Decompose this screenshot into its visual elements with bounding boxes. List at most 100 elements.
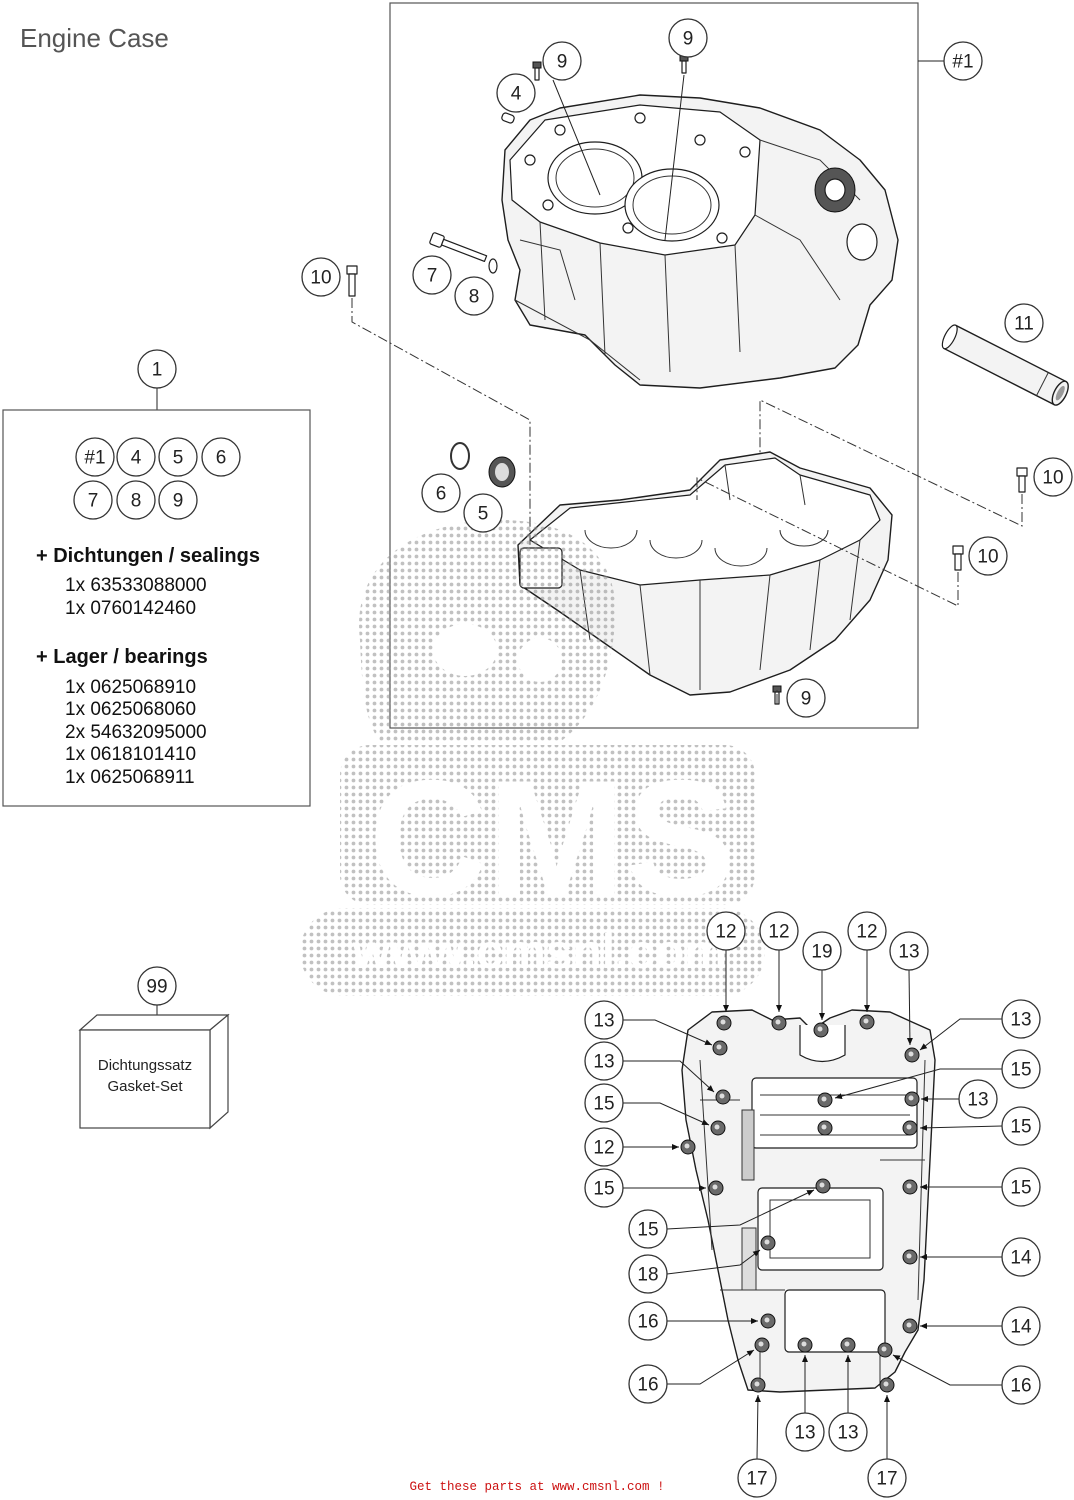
callout-number: 15: [637, 1220, 658, 1241]
small-parts: [346, 54, 1069, 705]
watermark-url-bar: [300, 908, 765, 996]
bolt-head: [879, 1377, 895, 1393]
callout-circle: [116, 437, 156, 477]
callout-number: #1: [952, 52, 973, 73]
callout-part-12: 12: [847, 911, 887, 951]
callout-number: 13: [967, 1090, 988, 1111]
callout-number: 14: [1010, 1317, 1032, 1338]
callout-part-4: 4: [496, 73, 536, 113]
callout-number: 5: [173, 448, 184, 469]
callout-number: 13: [1010, 1010, 1031, 1031]
callout-circle: [628, 1254, 668, 1294]
callout-number: 15: [1010, 1178, 1031, 1199]
callout-part-9: 9: [786, 678, 826, 718]
callout-circle: [628, 1301, 668, 1341]
callout-number: 1: [152, 360, 163, 381]
bolt-head: [902, 1120, 918, 1136]
dowel-part-4: [501, 112, 515, 124]
callout-circle: [1001, 1237, 1041, 1277]
callout-circle: [1001, 1049, 1041, 1089]
callout-circle: [584, 1041, 624, 1081]
callout-circle: [542, 41, 582, 81]
callout-circle: [73, 480, 113, 520]
callout-part-5: 5: [463, 493, 503, 533]
callout-circle: [584, 1000, 624, 1040]
callout-circle: [301, 257, 341, 297]
callout-circle: [759, 911, 799, 951]
callout-circle: [786, 678, 826, 718]
callout-part-15: 15: [584, 1168, 624, 1208]
leader-line: [552, 79, 601, 196]
callout-circle: [1033, 457, 1073, 497]
sealings-heading: + Dichtungen / sealings: [36, 545, 260, 567]
callout-circle: [785, 1412, 825, 1452]
gasket-label-en: Gasket-Set: [107, 1078, 183, 1095]
callout-part-13: 13: [785, 1412, 825, 1452]
callout-number: 7: [427, 266, 438, 287]
callout-circle: [847, 911, 887, 951]
shaft-seal-inner: [495, 463, 509, 481]
bearing-item: 1x 0625068910: [65, 677, 196, 698]
callout-part-18: 18: [628, 1254, 668, 1294]
callout-circle: [137, 966, 177, 1006]
leader-line: [919, 1124, 1003, 1131]
bolt-head: [716, 1015, 732, 1031]
callout-circle: [412, 255, 452, 295]
callout-part-13: 13: [584, 1000, 624, 1040]
callout-number: 12: [715, 922, 736, 943]
callout-number: 6: [216, 448, 227, 469]
part-number-strip: [741, 1109, 755, 1181]
page-title: Engine Case: [20, 23, 169, 53]
callout-circle: [1001, 1306, 1041, 1346]
watermark-url: www.cmsnl.com: [352, 926, 727, 979]
gasket-label-de: Dichtungssatz: [98, 1057, 192, 1074]
callout-circle: [889, 931, 929, 971]
callout-circle: [137, 349, 177, 389]
bolt-head: [815, 1178, 831, 1194]
assembly-line: [351, 298, 531, 548]
callout-number: 10: [1042, 468, 1063, 489]
assembly-lines: [351, 298, 1023, 704]
callout-part-16: 16: [1001, 1365, 1041, 1405]
callout-part-9: 9: [542, 41, 582, 81]
callout-circle: [706, 911, 746, 951]
bolt-holes: [680, 1014, 920, 1393]
callout-number: 15: [593, 1094, 614, 1115]
callout-number: 5: [478, 504, 489, 525]
leader-line: [666, 1249, 761, 1275]
callout-circle: [75, 437, 115, 477]
callout-part-assembly-1: #1: [943, 41, 983, 81]
callout-number: 8: [131, 491, 142, 512]
callout-part-6: 6: [421, 473, 461, 513]
watermark-mascot-eye: [518, 638, 562, 682]
callout-number: 16: [1010, 1376, 1031, 1397]
bolt-head: [680, 1139, 696, 1155]
cylinder-liner-1: [555, 148, 635, 208]
sump-inner: [769, 1199, 871, 1259]
callout-number: 12: [593, 1138, 614, 1159]
callout-part-13: 13: [828, 1412, 868, 1452]
breather-cutout: [799, 1025, 846, 1063]
callout-circle: [463, 493, 503, 533]
watermark-mascot: [359, 520, 616, 742]
gasket-set-box: Dichtungssatz Gasket-Set: [78, 1013, 230, 1130]
leader-line: [834, 1068, 1002, 1100]
callout-part-15: 15: [1001, 1049, 1041, 1089]
callout-number: 10: [977, 547, 998, 568]
bolt-head: [904, 1047, 920, 1063]
callout-number: 10: [310, 268, 331, 289]
callout-number: 15: [1010, 1060, 1031, 1081]
bolt-head: [760, 1313, 776, 1329]
callout-circle: [628, 1209, 668, 1249]
callout-number: 13: [837, 1423, 858, 1444]
callout-number: 9: [173, 491, 184, 512]
callout-number: 8: [469, 287, 480, 308]
callout-part-assembly-1: #1: [75, 437, 115, 477]
callout-part-10: 10: [301, 257, 341, 297]
callout-number: 6: [436, 484, 447, 505]
bolt-part-10-right-lower: [952, 545, 964, 571]
callout-gasket-set-99: 99: [137, 966, 177, 1006]
